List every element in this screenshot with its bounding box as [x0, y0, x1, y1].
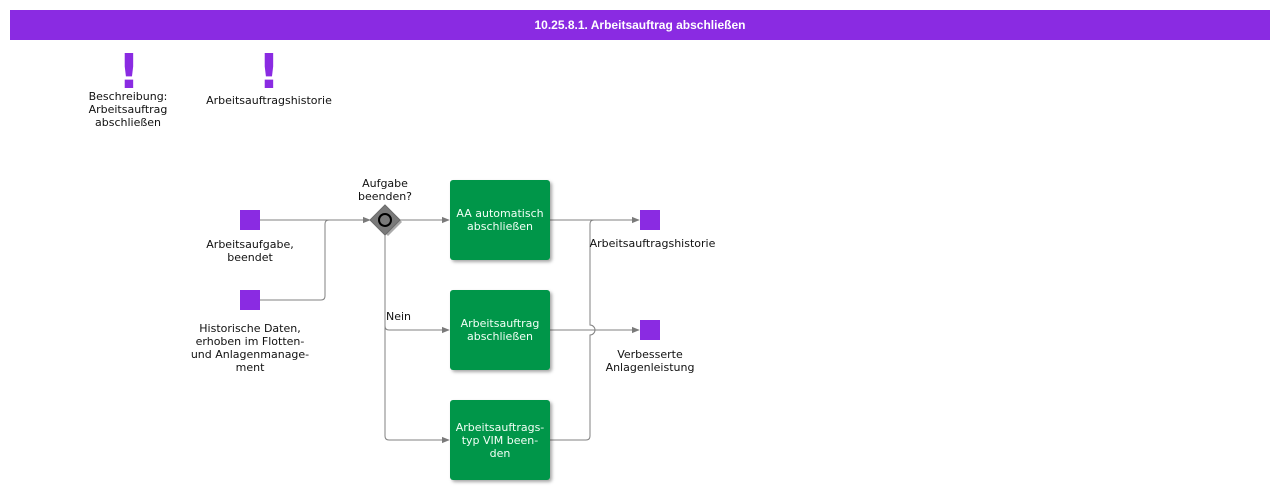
diagram-title-bar: 10.25.8.1. Arbeitsauftrag abschließen: [10, 10, 1270, 40]
input-label: Historische Daten, erhoben im Flotten- u…: [190, 322, 310, 374]
output-label: Verbesserte Anlagenleistung: [605, 348, 695, 374]
input-label: Arbeitsaufgabe, beendet: [206, 238, 294, 264]
task-aa-automatisch[interactable]: AA automatisch abschließen: [450, 180, 550, 260]
edge-task3-output1: [550, 219, 596, 441]
edge-input2-gateway: [260, 219, 330, 301]
annotation-description-label: Beschreibung: Arbeitsauftrag abschließen: [88, 90, 168, 129]
output-data-object[interactable]: [640, 210, 660, 230]
input-data-object[interactable]: [240, 210, 260, 230]
gateway-diamond: [369, 204, 402, 236]
exclamation-icon: !: [118, 44, 140, 100]
exclamation-icon: !: [258, 44, 280, 100]
diagram-title: 10.25.8.1. Arbeitsauftrag abschließen: [534, 18, 746, 32]
edge-gateway-task3: [384, 326, 450, 444]
task-vim-beenden[interactable]: Arbeitsauftrags- typ VIM been- den: [450, 400, 550, 480]
input-data-object[interactable]: [240, 290, 260, 310]
output-data-object[interactable]: [640, 320, 660, 340]
annotation-history-label: Arbeitsauftragshistorie: [206, 94, 332, 107]
task-arbeitsauftrag-abschliessen[interactable]: Arbeitsauftrag abschließen: [450, 290, 550, 370]
gateway-label: Aufgabe beenden?: [357, 177, 413, 203]
branch-label-nein: Nein: [386, 310, 412, 323]
output-label: Arbeitsauftragshistorie: [589, 237, 716, 250]
